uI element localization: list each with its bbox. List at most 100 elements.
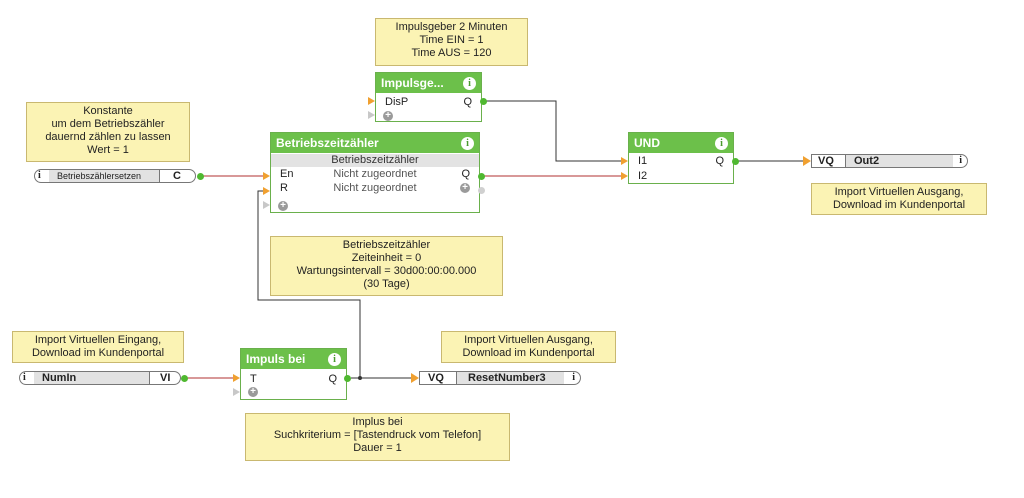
note-line: Wert = 1 <box>87 144 129 156</box>
block-betriebszeitzaehler[interactable]: Betriebszeitzähler i Betriebszeitzähler … <box>270 132 480 213</box>
virtual-output-resetnumber3[interactable]: VQ ResetNumber3 i <box>419 371 581 385</box>
name-field-bg <box>457 372 564 384</box>
input-label: T <box>250 373 257 385</box>
param-value: Nicht zugeordnet <box>333 182 417 194</box>
block-row: T Q <box>241 373 346 385</box>
input-name: Betriebszählersetzen <box>57 171 142 181</box>
name-field-bg <box>846 155 953 167</box>
input-label: DisP <box>385 96 409 108</box>
output-arrow <box>411 373 419 383</box>
input-pin[interactable] <box>621 172 628 180</box>
output-label: Q <box>463 96 472 108</box>
input-pin[interactable] <box>263 187 270 195</box>
output-pin[interactable] <box>181 375 188 382</box>
note-line: Download im Kundenportal <box>462 347 595 359</box>
note-line: Konstante <box>83 105 133 117</box>
output-pin[interactable] <box>344 375 351 382</box>
output-pin[interactable] <box>197 173 204 180</box>
virtual-output-out2[interactable]: VQ Out2 i <box>811 154 968 168</box>
add-output-icon[interactable]: + <box>460 183 470 193</box>
add-input-icon[interactable]: + <box>278 201 288 211</box>
input-pin[interactable] <box>621 157 628 165</box>
input-label: En <box>280 168 294 180</box>
block-row: R Nicht zugeordnet + <box>271 182 479 194</box>
input-pin[interactable] <box>368 97 375 105</box>
block-header[interactable]: Impuls bei i <box>241 349 346 369</box>
block-row: DisP Q <box>376 96 481 108</box>
virtual-input-numin[interactable]: i NumIn VI <box>19 371 181 385</box>
output-label: Q <box>461 168 470 180</box>
input-pin[interactable] <box>368 111 375 119</box>
note-betriebszeitzaehler: Betriebszeitzähler Zeiteinheit = 0 Wartu… <box>270 236 503 296</box>
output-type: VQ <box>428 372 444 384</box>
block-subtitle: Betriebszeitzähler <box>271 154 479 167</box>
input-pin[interactable] <box>233 374 240 382</box>
output-name: Out2 <box>854 155 880 167</box>
input-pin[interactable] <box>233 388 240 396</box>
block-impuls-bei[interactable]: Impuls bei i T Q + <box>240 348 347 400</box>
input-label: I1 <box>638 155 648 167</box>
note-line: Import Virtuellen Ausgang, <box>834 186 964 198</box>
note-line: Time EIN = 1 <box>419 34 484 46</box>
output-arrow <box>803 156 811 166</box>
output-pin[interactable] <box>478 173 485 180</box>
note-impulsgeber: Impulsgeber 2 Minuten Time EIN = 1 Time … <box>375 18 528 66</box>
note-line: Zeiteinheit = 0 <box>351 252 422 264</box>
note-line: Dauer = 1 <box>353 442 402 454</box>
constant-input-betriebszaehlersetzen[interactable]: i Betriebszählersetzen C <box>34 169 196 183</box>
divider <box>456 372 457 384</box>
output-pin[interactable] <box>480 98 487 105</box>
info-icon[interactable]: i <box>328 353 341 366</box>
block-header[interactable]: UND i <box>629 133 733 153</box>
add-input-icon[interactable]: + <box>383 111 393 121</box>
note-line: Impulsgeber 2 Minuten <box>395 21 508 33</box>
block-row: En Nicht zugeordnet Q <box>271 168 479 180</box>
note-line: um dem Betriebszähler <box>51 118 165 130</box>
block-und[interactable]: UND i I1 Q I2 <box>628 132 734 184</box>
info-icon[interactable]: i <box>461 137 474 150</box>
info-icon[interactable]: i <box>959 155 962 166</box>
output-name: ResetNumber3 <box>468 372 546 384</box>
output-label: Q <box>715 155 724 167</box>
block-title: Betriebszeitzähler <box>276 136 379 150</box>
note-line: Implus bei <box>352 416 403 428</box>
block-header[interactable]: Betriebszeitzähler i <box>271 133 479 153</box>
note-line: dauernd zählen zu lassen <box>45 131 171 143</box>
param-value: Nicht zugeordnet <box>333 168 417 180</box>
note-import-in: Import Virtuellen Eingang, Download im K… <box>12 331 184 363</box>
output-pin[interactable] <box>732 158 739 165</box>
block-title: Impuls bei <box>246 352 306 366</box>
info-icon[interactable]: i <box>38 170 41 181</box>
add-input-icon[interactable]: + <box>248 387 258 397</box>
input-label: I2 <box>638 170 648 182</box>
input-pin[interactable] <box>263 172 270 180</box>
block-row: I1 Q <box>629 155 733 167</box>
note-import-out2: Import Virtuellen Ausgang, Download im K… <box>811 183 987 215</box>
info-icon[interactable]: i <box>463 77 476 90</box>
info-icon[interactable]: i <box>23 372 26 383</box>
note-line: (30 Tage) <box>363 278 410 290</box>
divider <box>845 155 846 167</box>
output-label: Q <box>328 373 337 385</box>
block-title: UND <box>634 136 660 150</box>
info-icon[interactable]: i <box>572 372 575 383</box>
input-type: C <box>173 170 181 182</box>
output-pin[interactable] <box>478 187 485 194</box>
input-label: R <box>280 182 288 194</box>
input-name: NumIn <box>42 372 77 384</box>
divider <box>159 170 160 182</box>
block-impulsgeber[interactable]: Impulsge... i DisP Q + <box>375 72 482 122</box>
block-title: Impulsge... <box>381 76 444 90</box>
info-icon[interactable]: i <box>715 137 728 150</box>
note-line: Import Virtuellen Eingang, <box>34 334 162 346</box>
note-implus: Implus bei Suchkriterium = [Tastendruck … <box>245 413 510 461</box>
note-line: Import Virtuellen Ausgang, <box>464 334 593 346</box>
input-pin[interactable] <box>263 201 270 209</box>
note-line: Download im Kundenportal <box>31 347 165 359</box>
name-field-bg <box>34 372 149 384</box>
block-row: I2 <box>629 170 733 182</box>
note-import-out3: Import Virtuellen Ausgang, Download im K… <box>441 331 616 363</box>
block-header[interactable]: Impulsge... i <box>376 73 481 93</box>
note-line: Betriebszeitzähler <box>342 239 431 251</box>
